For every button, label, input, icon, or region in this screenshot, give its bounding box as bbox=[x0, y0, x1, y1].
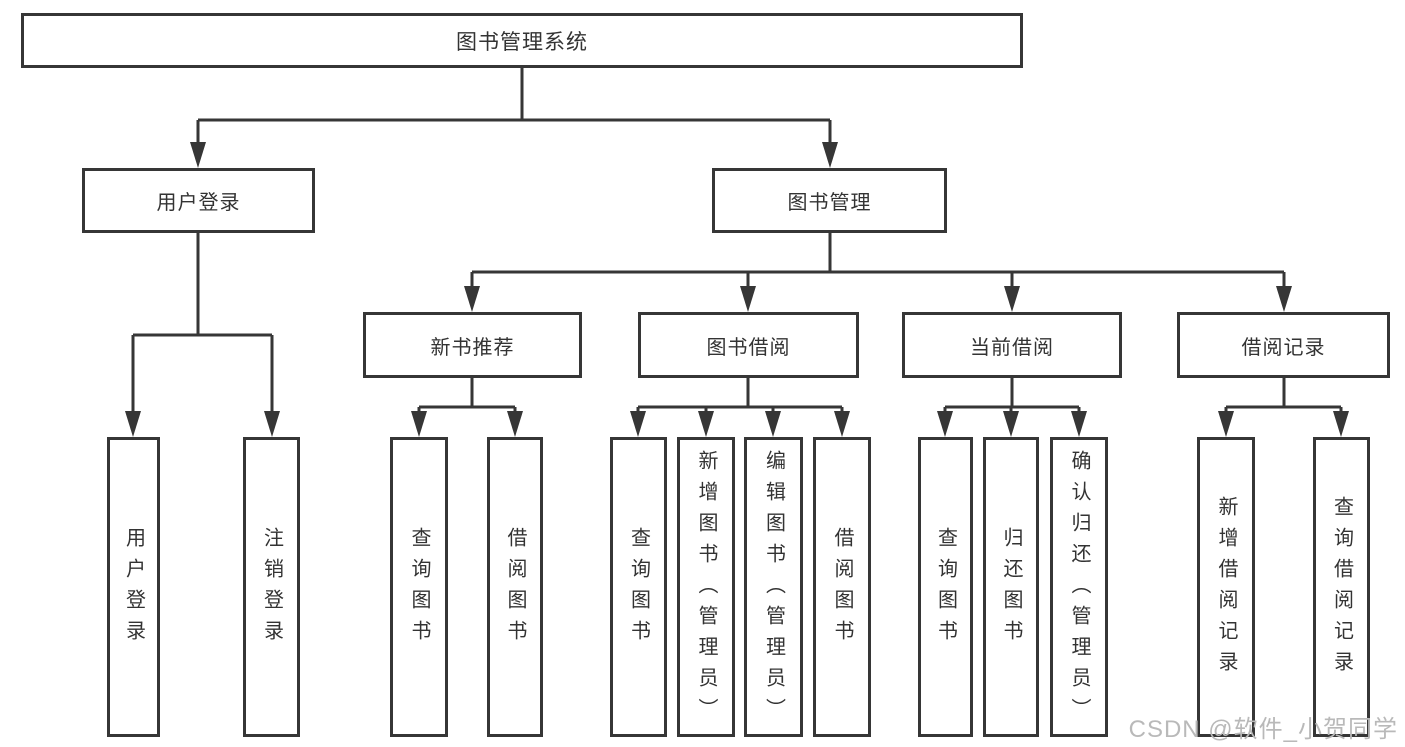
leaf-borrowing-edit-books-admin: 编辑图书（管理员） bbox=[744, 437, 803, 737]
leaf-newbook-query-books: 查询图书 bbox=[390, 437, 448, 737]
node-library-management-system: 图书管理系统 bbox=[21, 13, 1023, 68]
leaf-records-add-borrow-record: 新增借阅记录 bbox=[1197, 437, 1255, 737]
leaf-records-query-borrow-record: 查询借阅记录 bbox=[1313, 437, 1370, 737]
leaf-borrowing-query-books: 查询图书 bbox=[610, 437, 667, 737]
leaf-newbook-borrow-books: 借阅图书 bbox=[487, 437, 543, 737]
node-book-borrowing: 图书借阅 bbox=[638, 312, 859, 378]
leaf-borrowing-borrow-books: 借阅图书 bbox=[813, 437, 871, 737]
csdn-watermark: CSDN @软件_小贺同学 bbox=[1128, 716, 1398, 743]
node-borrowing-records: 借阅记录 bbox=[1177, 312, 1390, 378]
leaf-user-login: 用户登录 bbox=[107, 437, 160, 737]
leaf-current-confirm-return-admin: 确认归还（管理员） bbox=[1050, 437, 1108, 737]
leaf-current-query-books: 查询图书 bbox=[918, 437, 973, 737]
node-book-management: 图书管理 bbox=[712, 168, 947, 233]
node-new-book-recommendation: 新书推荐 bbox=[363, 312, 582, 378]
node-current-borrowing: 当前借阅 bbox=[902, 312, 1122, 378]
node-user-login: 用户登录 bbox=[82, 168, 315, 233]
leaf-borrowing-add-books-admin: 新增图书（管理员） bbox=[677, 437, 735, 737]
leaf-logout: 注销登录 bbox=[243, 437, 300, 737]
leaf-current-return-books: 归还图书 bbox=[983, 437, 1039, 737]
